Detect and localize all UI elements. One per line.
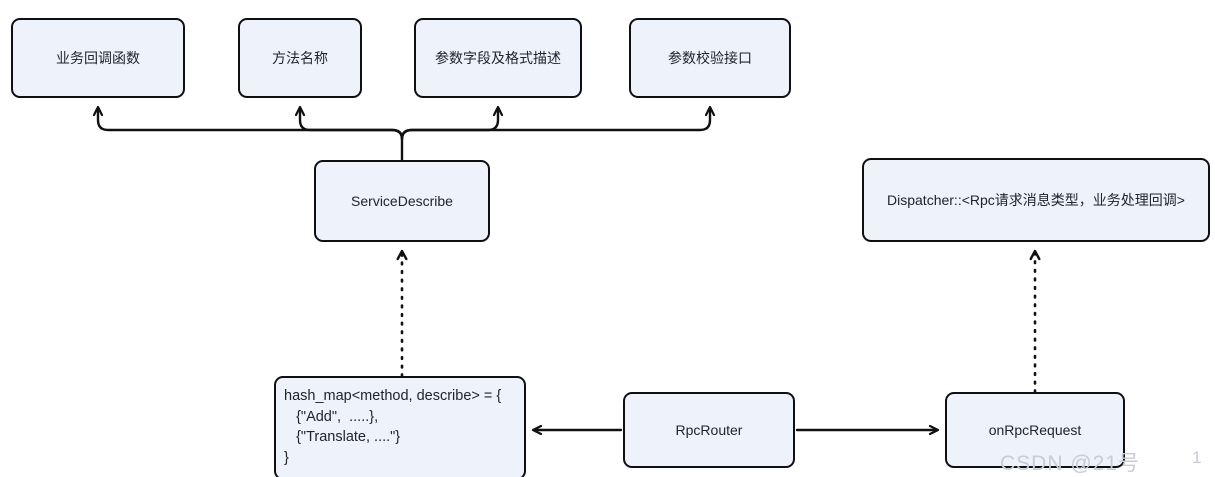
node-method-name[interactable]: 方法名称 xyxy=(238,18,362,98)
node-param-field-format[interactable]: 参数字段及格式描述 xyxy=(414,18,582,98)
node-service-describe[interactable]: ServiceDescribe xyxy=(314,160,490,242)
page-number: 1 xyxy=(1192,448,1202,467)
node-param-validate-api[interactable]: 参数校验接口 xyxy=(629,18,791,98)
node-business-callback[interactable]: 业务回调函数 xyxy=(11,18,185,98)
watermark: CSDN @21号 xyxy=(1000,452,1141,475)
node-dispatcher[interactable]: Dispatcher::<Rpc请求消息类型，业务处理回调> xyxy=(862,158,1210,242)
node-rpc-router[interactable]: RpcRouter xyxy=(623,392,795,468)
edge-service-describe-branch xyxy=(98,108,710,162)
node-hash-map[interactable]: hash_map<method, describe> = { {"Add", .… xyxy=(274,376,526,477)
